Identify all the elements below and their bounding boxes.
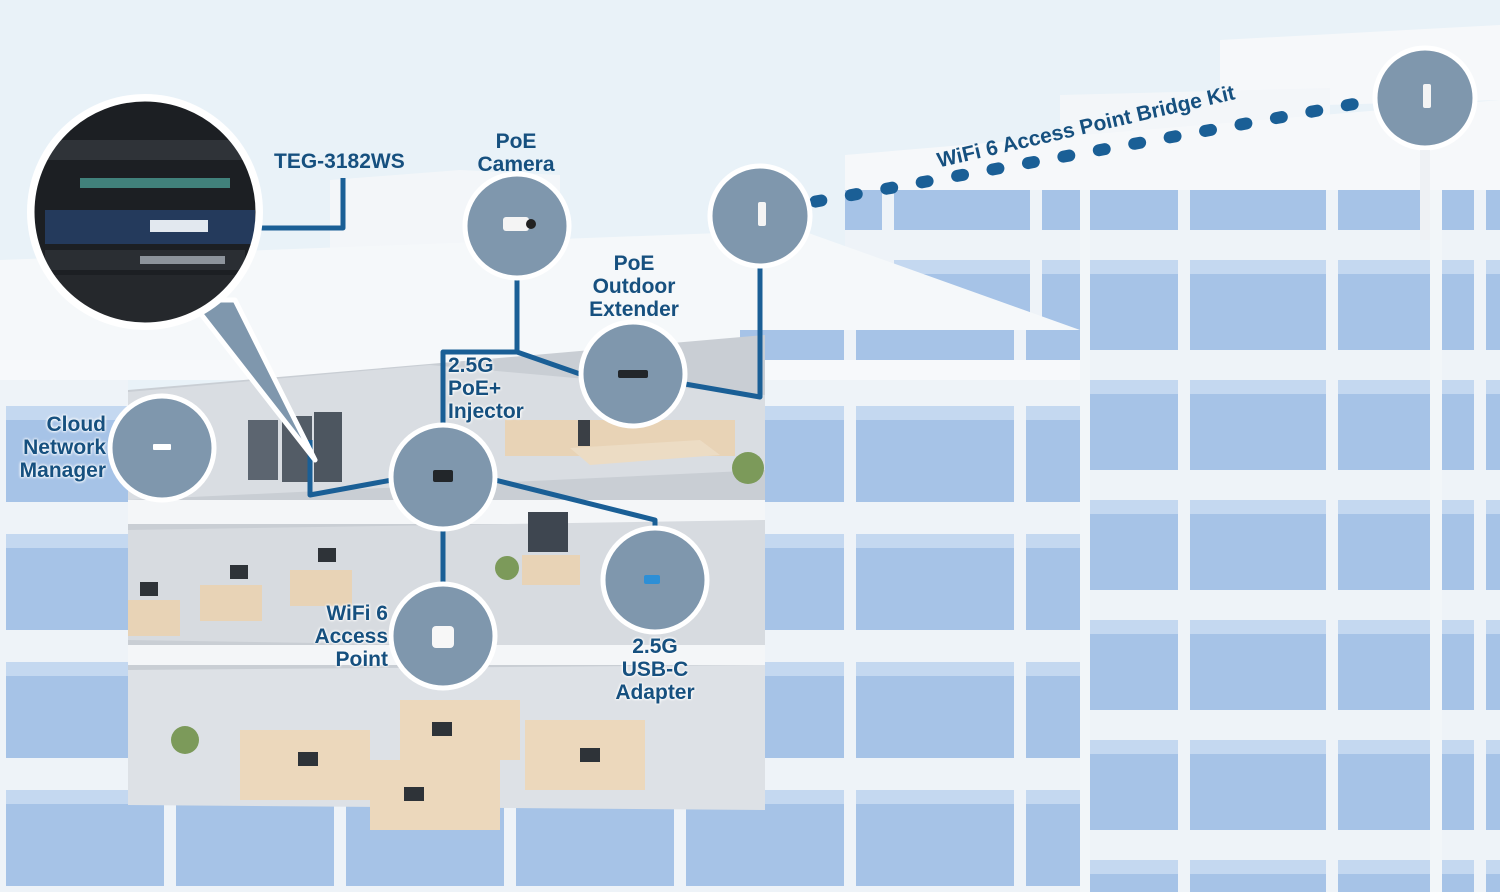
usb-adapter-label: 2.5G USB-C Adapter [600, 635, 710, 704]
usb-adapter-label-line-3: Adapter [615, 681, 695, 704]
camera-icon[interactable] [462, 171, 572, 281]
extender-label-line-1: PoE [613, 252, 655, 275]
access-point-label-line-3: Point [335, 648, 389, 671]
injector-label-line-1: 2.5G [448, 354, 494, 377]
cloud-manager-label: Cloud Network Manager [6, 413, 106, 482]
injector-label: 2.5G PoE+ Injector [448, 354, 524, 423]
extender-label: PoE Outdoor Extender [578, 252, 690, 321]
injector-icon[interactable] [388, 422, 498, 532]
access-point-label: WiFi 6 Access Point [288, 602, 388, 671]
injector-label-line-2: PoE+ [448, 377, 502, 400]
injector-label-line-3: Injector [448, 400, 524, 423]
wireless-bridge-link [774, 86, 1426, 214]
left-tower [0, 170, 1080, 892]
outdoor-ap-remote-icon[interactable] [1372, 45, 1478, 240]
cloud-manager-label-line-1: Cloud [46, 413, 106, 436]
cloud-logo-icon[interactable] [107, 393, 217, 503]
access-point-label-line-1: WiFi 6 [326, 602, 388, 625]
switch-label-text: TEG-3182WS [274, 150, 405, 173]
outdoor-ap-icon[interactable] [707, 163, 813, 269]
cloud-manager-label-line-2: Network [23, 436, 106, 459]
usb-adapter-icon[interactable] [600, 525, 710, 635]
extender-label-line-2: Outdoor [592, 275, 676, 298]
switch-label: TEG-3182WS [274, 150, 405, 173]
link-extender-out [684, 268, 763, 400]
camera-label-line-1: PoE [495, 130, 537, 153]
link-switch [247, 178, 346, 231]
camera-label-line-2: Camera [477, 153, 555, 176]
access-point-label-line-2: Access [314, 625, 388, 648]
extender-icon[interactable] [578, 319, 688, 429]
cloud-manager-label-line-3: Manager [19, 459, 106, 482]
extender-label-line-3: Extender [589, 298, 679, 321]
camera-label: PoE Camera [466, 130, 566, 176]
access-point-icon[interactable] [388, 581, 498, 691]
rack-switch-icon[interactable] [27, 94, 263, 330]
usb-adapter-label-line-1: 2.5G [632, 635, 678, 658]
usb-adapter-label-line-2: USB-C [621, 658, 689, 681]
link-cloud [307, 440, 393, 498]
